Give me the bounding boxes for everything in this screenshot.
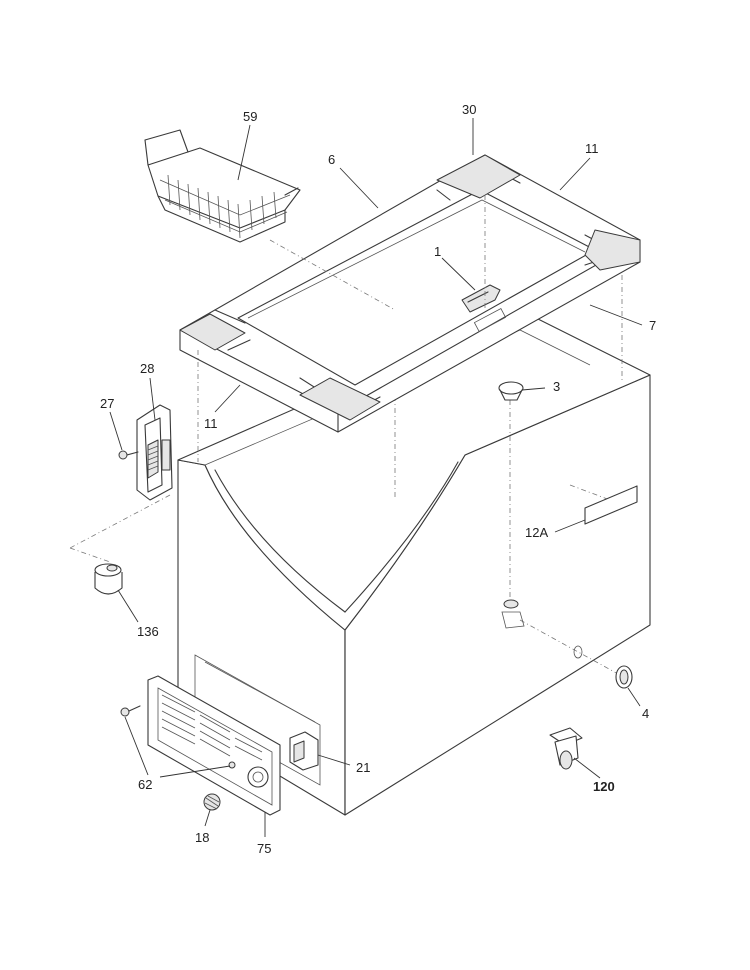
callout-1: 1 xyxy=(434,244,441,259)
lid-gasket-frame xyxy=(179,154,641,433)
callout-labels: 59 30 6 11 1 7 3 28 27 11 12A 136 4 21 6… xyxy=(100,102,656,856)
hinge-screw xyxy=(118,450,139,460)
callout-6: 6 xyxy=(328,152,335,167)
caster-wheel xyxy=(549,727,583,770)
callout-3: 3 xyxy=(553,379,560,394)
callout-27: 27 xyxy=(100,396,114,411)
assembly-leader-lines xyxy=(69,195,623,676)
compressor-compartment xyxy=(194,654,321,786)
hinge-assembly xyxy=(136,404,173,501)
grille-screw xyxy=(120,705,236,769)
grille-plug xyxy=(203,793,221,811)
callout-leader-lines xyxy=(109,118,643,837)
callout-120: 120 xyxy=(593,779,615,794)
hinge-cover-cap xyxy=(94,563,123,595)
vent-grille xyxy=(147,675,281,816)
callout-11-left: 11 xyxy=(204,416,218,431)
callout-12A: 12A xyxy=(525,525,548,540)
wire-basket xyxy=(144,129,301,243)
drain-cap xyxy=(573,645,633,689)
drain-plug xyxy=(498,381,525,629)
callout-28: 28 xyxy=(140,361,154,376)
serial-label-plate xyxy=(584,485,638,525)
callout-18: 18 xyxy=(195,830,209,845)
callout-4: 4 xyxy=(642,706,649,721)
callout-75: 75 xyxy=(257,841,271,856)
callout-30: 30 xyxy=(462,102,476,117)
relay-component xyxy=(289,731,319,771)
callout-11-top: 11 xyxy=(585,141,599,156)
callout-62: 62 xyxy=(138,777,152,792)
callout-59: 59 xyxy=(243,109,257,124)
callout-21: 21 xyxy=(356,760,370,775)
callout-7: 7 xyxy=(649,318,656,333)
callout-136: 136 xyxy=(137,624,159,639)
